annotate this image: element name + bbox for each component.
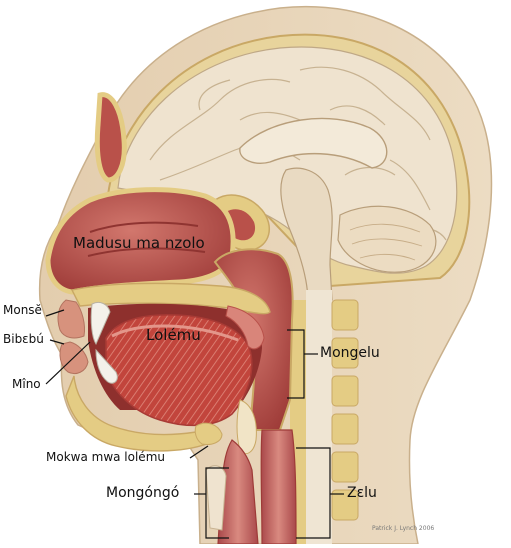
upper-lip: [57, 299, 85, 339]
soft-palate: [225, 305, 265, 350]
epiglottis: [236, 399, 257, 455]
label-trachea: Mongóngó: [106, 485, 180, 501]
label-epiglottis: Mokwa mwa lolému: [46, 450, 165, 464]
hard-palate: [70, 282, 271, 315]
label-nasal-cavity: Madusu ma nzolo: [73, 234, 205, 252]
label-leaders: [45, 309, 344, 539]
label-teeth: Mîno: [12, 377, 41, 391]
image-credit: Patrick J. Lynch 2006: [372, 525, 435, 532]
label-pharynx: Mongelu: [320, 345, 380, 361]
label-esophagus: Zɛlu: [347, 485, 377, 501]
tongue: [105, 314, 253, 427]
label-tongue: Lolému: [146, 326, 201, 344]
frontal-sinus: [94, 92, 127, 183]
upper-incisor: [90, 301, 111, 346]
spine: [290, 290, 359, 544]
corpus-callosum: [239, 117, 388, 169]
esophagus-tube: [260, 429, 297, 545]
label-nose: Monsĕ: [3, 303, 42, 317]
label-lips: Bibɛbú: [3, 332, 44, 346]
lower-incisor: [95, 348, 118, 384]
